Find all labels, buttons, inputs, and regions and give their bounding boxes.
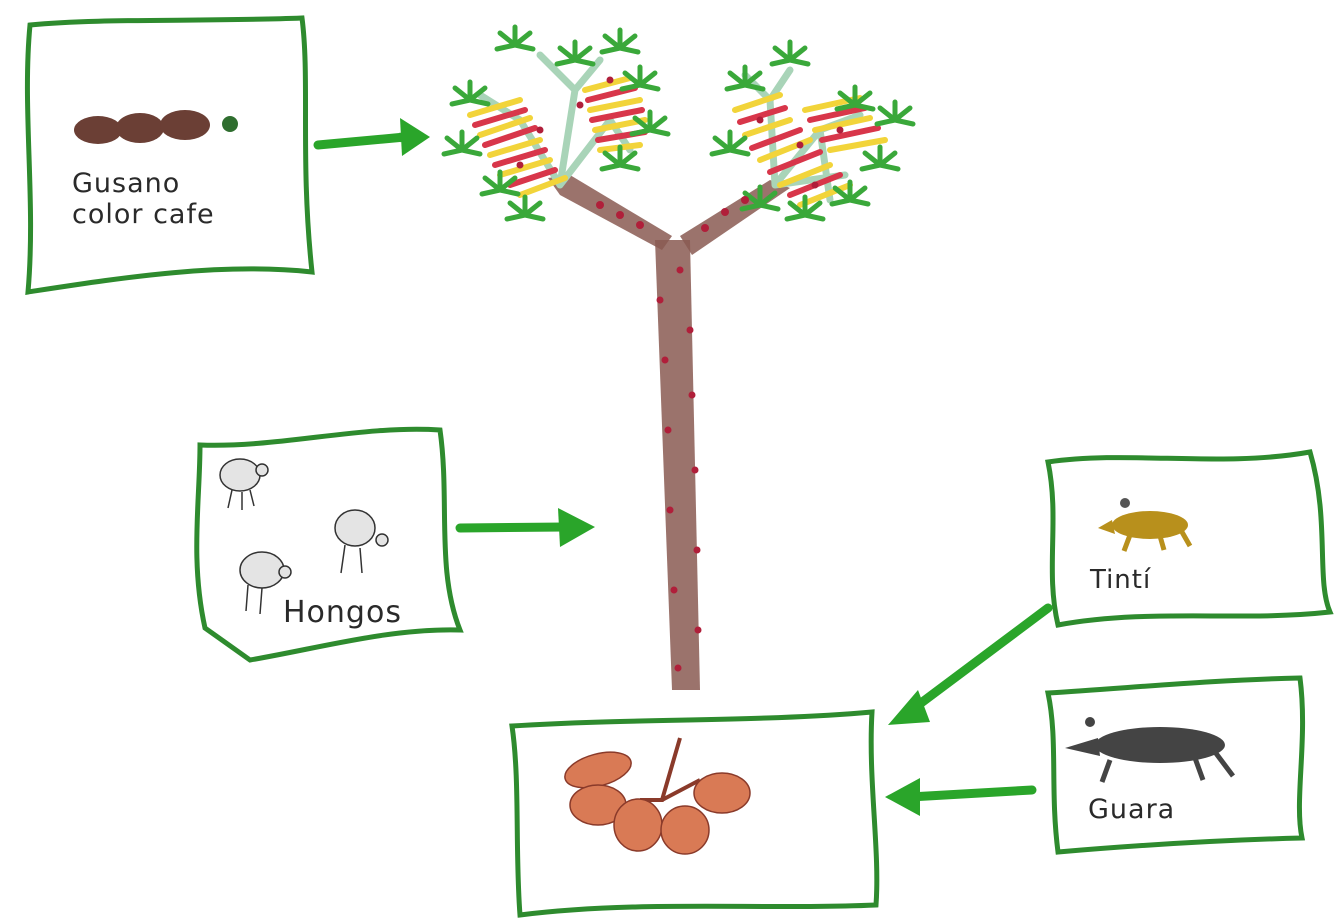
tinti-box	[1045, 449, 1334, 628]
gusano-box	[24, 15, 315, 295]
arrow-hongos-to-tree	[455, 522, 570, 533]
tree-illustration	[441, 24, 916, 690]
gusano-box-frame	[24, 15, 315, 295]
guara-box-frame	[1044, 675, 1306, 855]
tree-flowers	[467, 75, 888, 208]
arrow-tinti-to-fruit	[900, 603, 1053, 720]
hongos-box	[194, 426, 464, 663]
worm-icon	[74, 110, 238, 144]
tree-leaves	[441, 24, 916, 222]
hongos-box-frame	[194, 426, 464, 663]
arrow-guara-to-fruit	[905, 785, 1037, 802]
guara-label: Guara	[1088, 794, 1176, 825]
tree-seeds	[516, 76, 844, 672]
arrowheads	[400, 118, 930, 816]
arrow-gusano-to-tree	[313, 132, 410, 150]
fruit-box	[509, 709, 880, 918]
fruit-box-frame	[509, 709, 880, 918]
tree-trunk	[655, 240, 700, 690]
diagram-arrows	[313, 132, 1053, 802]
tinti-box-frame	[1045, 449, 1334, 628]
agouti-icon	[1098, 498, 1193, 552]
guara-animal-icon	[1065, 717, 1235, 783]
gusano-label: Gusano color cafe	[72, 168, 215, 230]
fruit-cluster-icon	[564, 737, 751, 855]
tinti-label: Tintí	[1090, 565, 1152, 595]
gusano-label-line2: color cafe	[72, 199, 215, 231]
hongos-label: Hongos	[283, 595, 402, 630]
fungus-icon	[219, 458, 389, 615]
tree-branch-left	[548, 175, 672, 250]
guara-box	[1044, 675, 1306, 855]
gusano-label-line1: Gusano	[72, 168, 181, 199]
